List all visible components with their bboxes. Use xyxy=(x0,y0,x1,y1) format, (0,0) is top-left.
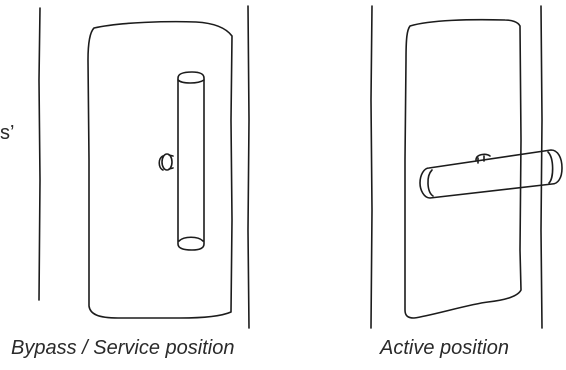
handle-horizontal xyxy=(419,149,563,199)
lock-body xyxy=(87,20,233,319)
door-frame-left-line xyxy=(38,7,41,301)
lock-body xyxy=(404,18,522,319)
door-frame-right-line xyxy=(540,5,543,329)
door-frame-right-line xyxy=(247,5,250,329)
active-panel xyxy=(370,5,563,329)
cropped-text-fragment: s’ xyxy=(0,122,15,144)
caption-bypass-position: Bypass / Service position xyxy=(11,337,235,359)
bypass-panel xyxy=(38,5,250,329)
handle-vertical xyxy=(177,71,205,251)
door-frame-left-line xyxy=(370,5,373,329)
caption-active-position: Active position xyxy=(380,337,509,359)
lock-spindle xyxy=(158,153,174,171)
